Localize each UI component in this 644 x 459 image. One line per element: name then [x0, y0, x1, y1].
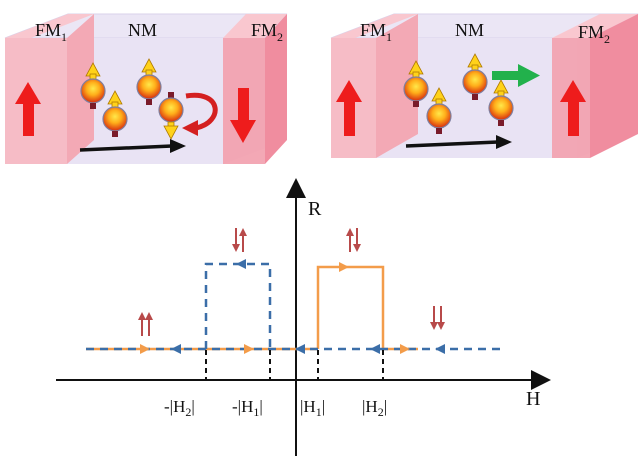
fm1-label: FM1	[35, 20, 67, 44]
fm2-label: FM2	[578, 22, 610, 46]
sweep-up-high-branch	[316, 265, 385, 349]
sweep-up-arrowhead	[400, 344, 410, 354]
antiparallel-down-up-symbol-icon	[232, 228, 247, 252]
sweep-up-arrowhead	[244, 344, 254, 354]
electron-spin-down-icon	[158, 92, 184, 140]
sweep-down-arrowhead	[236, 259, 246, 269]
current-arrow-icon	[405, 135, 512, 149]
device-panel-parallel: FM1 NM FM2	[330, 13, 639, 158]
fm2-label: FM2	[251, 20, 283, 44]
electron-spin-up-icon	[488, 79, 514, 126]
reflection-arrow-icon	[182, 92, 218, 136]
sweep-up-arrowhead	[140, 344, 150, 354]
electron-spin-up-icon	[80, 62, 106, 109]
electron-spin-up-icon	[102, 90, 128, 137]
current-arrow-icon	[79, 139, 186, 153]
resistance-field-plot: R H -|H2| -|H1| |H1| |H2|	[56, 178, 551, 456]
parallel-up-symbol-icon	[138, 312, 153, 336]
device-panel-antiparallel: FM1 NM FM2	[4, 13, 288, 164]
fm1-magnetization-up-icon	[15, 82, 41, 136]
nm-label: NM	[128, 20, 157, 40]
sweep-down-arrowhead	[435, 344, 445, 354]
tick-label-neg-h1: -|H1|	[232, 397, 263, 419]
fm2-magnetization-up-icon	[560, 80, 586, 136]
electron-spin-up-icon	[136, 58, 162, 105]
sweep-down-arrowhead	[295, 344, 305, 354]
sweep-up-arrowhead	[339, 262, 349, 272]
tick-label-neg-h2: -|H2|	[164, 397, 195, 419]
electron-spin-up-icon	[403, 60, 429, 107]
sweep-down-high-branch	[204, 262, 272, 349]
sweep-down-arrowhead	[171, 344, 181, 354]
tick-label-h1: |H1|	[300, 397, 325, 419]
fm1-magnetization-up-icon	[336, 80, 362, 136]
fm2-block	[552, 14, 638, 158]
nm-label: NM	[455, 20, 484, 40]
field-guides	[205, 350, 384, 380]
y-axis-label: R	[308, 198, 322, 220]
antiparallel-up-down-symbol-icon	[346, 228, 361, 252]
tick-label-h2: |H2|	[362, 397, 387, 419]
x-axis-label: H	[526, 388, 540, 410]
electron-spin-up-icon	[462, 53, 488, 100]
transmission-arrow-icon	[492, 64, 540, 87]
fm2-magnetization-down-icon	[230, 88, 256, 143]
parallel-down-symbol-icon	[430, 306, 445, 330]
fm1-label: FM1	[360, 20, 392, 44]
sweep-down-arrowhead	[370, 344, 380, 354]
electron-spin-up-icon	[426, 87, 452, 134]
